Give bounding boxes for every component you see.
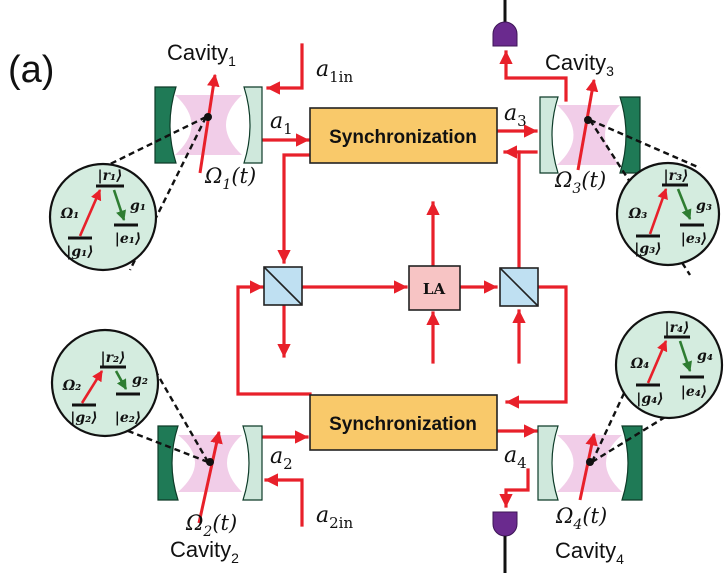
cavity-2-label: Cavity2	[170, 537, 239, 566]
cavity-4	[537, 425, 643, 501]
cavity-3-mirror-left	[539, 96, 559, 174]
detector-bottom-icon	[492, 511, 518, 573]
atom4-omega: Ω₄	[630, 356, 650, 372]
atom3-omega: Ω₃	[628, 206, 648, 222]
beam-out-3	[499, 50, 568, 102]
field-a1: a1	[270, 109, 293, 138]
cavity-1-label: Cavity1	[167, 40, 236, 69]
atom1-e-state: |e₁⟩	[115, 231, 142, 247]
beam-bs2-to-sync2	[505, 285, 568, 409]
cavity-1-mirror-left	[154, 86, 177, 164]
atom2-r-state: |r₂⟩	[101, 350, 126, 366]
la-label: LA	[423, 280, 446, 298]
atom-bubble-1: |r₁⟩ |g₁⟩ |e₁⟩ Ω₁ g₁	[48, 162, 158, 272]
atom2-omega: Ω₂	[62, 378, 82, 394]
beam-a1in	[266, 43, 304, 95]
atom4-coupling: g₄	[697, 348, 713, 364]
cavity-3-mirror-right	[619, 96, 641, 174]
atom1-g-state: |g₁⟩	[66, 244, 93, 260]
drive-omega4: Ω4(t)	[555, 504, 607, 533]
atom3-r-state: |r₃⟩	[664, 168, 689, 184]
atom1-r-state: |r₁⟩	[98, 168, 123, 184]
field-a3: a3	[504, 101, 527, 130]
atom1-coupling: g₁	[130, 198, 146, 214]
sync-bottom-label: Synchronization	[329, 414, 477, 435]
beam-out-4	[499, 468, 530, 508]
atom2-g-state: |g₂⟩	[70, 410, 97, 426]
sync-top-label: Synchronization	[329, 127, 477, 148]
cavity-4-mirror-right	[621, 425, 643, 501]
cavity-2-mirror-right	[242, 425, 263, 501]
atom2-e-state: |e₂⟩	[115, 410, 142, 426]
atom3-g-state: |g₃⟩	[634, 241, 661, 257]
atom3-coupling: g₃	[696, 198, 712, 214]
beam-sync-to-bs1	[277, 153, 316, 264]
cavity-2	[157, 425, 263, 524]
beam-splitter-1	[263, 266, 303, 306]
cavity-1-mirror-right	[243, 86, 263, 164]
panel-label: (a)	[8, 49, 54, 91]
field-a2in: a2in	[316, 503, 353, 532]
field-a1in: a1in	[316, 57, 353, 86]
drive-omega3: Ω3(t)	[554, 168, 606, 197]
atom3-e-state: |e₃⟩	[681, 231, 708, 247]
cavity-4-mirror-left	[537, 425, 559, 501]
cavity-3	[539, 78, 641, 174]
cavity-1	[154, 73, 263, 174]
atom1-omega: Ω₁	[60, 206, 80, 222]
beam-paths	[236, 43, 568, 527]
cavity-4-label: Cavity4	[555, 538, 624, 567]
sync-box-bottom: Synchronization	[309, 394, 498, 451]
field-a2: a2	[270, 444, 293, 473]
cavity-3-label: Cavity3	[545, 50, 614, 79]
atom4-e-state: |e₄⟩	[681, 384, 708, 400]
beam-splitter-2	[499, 267, 539, 307]
beam-loop-left	[236, 280, 312, 396]
field-a4: a4	[504, 443, 527, 472]
la-box: LA	[408, 265, 461, 311]
beam-a2in	[264, 473, 304, 527]
atom-bubble-4: |r₄⟩ |g₄⟩ |e₄⟩ Ω₄ g₄	[614, 310, 724, 420]
atom2-coupling: g₂	[132, 372, 148, 388]
atom-bubble-2: |r₂⟩ |g₂⟩ |e₂⟩ Ω₂ g₂	[50, 328, 160, 438]
cavity-3-mode	[557, 105, 620, 165]
cavity-2-mirror-left	[157, 425, 179, 501]
atom4-r-state: |r₄⟩	[665, 320, 690, 336]
drive-omega1: Ω1(t)	[204, 164, 256, 193]
sync-box-top: Synchronization	[309, 107, 498, 164]
detector-top-icon	[492, 0, 518, 47]
atom-bubble-3: |r₃⟩ |g₃⟩ |e₃⟩ Ω₃ g₃	[615, 161, 721, 267]
drive-omega2: Ω2(t)	[185, 511, 237, 540]
atom4-g-state: |g₄⟩	[636, 391, 663, 407]
